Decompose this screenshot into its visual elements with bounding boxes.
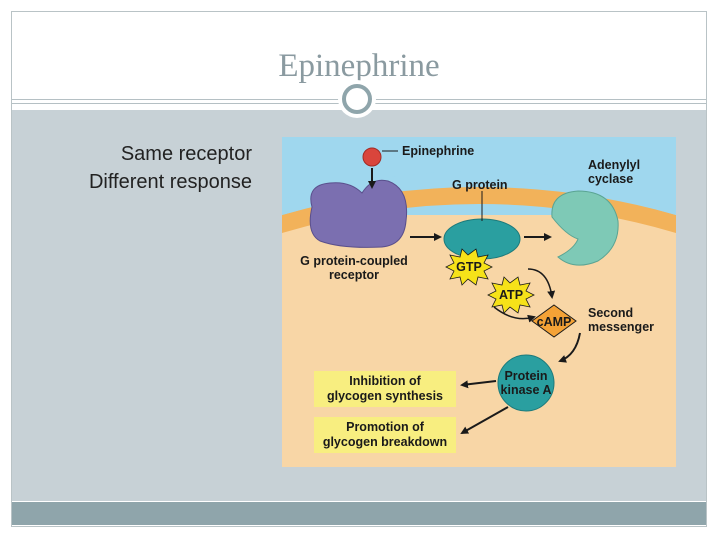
signaling-diagram-svg: Epinephrine G protein Adenylyl cyclase G… bbox=[282, 137, 676, 467]
ring-decoration bbox=[342, 84, 372, 114]
arrow-pka-to-promotion bbox=[460, 406, 509, 434]
label-atp: ATP bbox=[499, 288, 523, 302]
arrow-atp-to-camp bbox=[493, 306, 536, 323]
signaling-diagram: Epinephrine G protein Adenylyl cyclase G… bbox=[282, 137, 676, 467]
epinephrine-molecule bbox=[362, 147, 382, 167]
label-receptor-line1: G protein-coupled bbox=[300, 254, 408, 268]
label-second-line2: messenger bbox=[588, 320, 654, 334]
gtp-starburst bbox=[445, 248, 493, 286]
protein-kinase-a-shape bbox=[497, 354, 555, 412]
bullet-item: Different response bbox=[88, 171, 252, 193]
camp-diamond bbox=[531, 304, 577, 338]
bullet-list: Same receptor Different response bbox=[30, 140, 252, 196]
g-protein-shape bbox=[443, 218, 521, 260]
slide-frame bbox=[11, 11, 707, 527]
slide-title: Epinephrine bbox=[278, 48, 440, 84]
label-pka-line2: kinase A bbox=[501, 383, 552, 397]
promotion-box bbox=[314, 417, 456, 453]
label-receptor-line2: receptor bbox=[329, 268, 379, 282]
label-pka-line1: Protein bbox=[504, 369, 547, 383]
inhibition-box bbox=[314, 371, 456, 407]
label-inhibition-line2: glycogen synthesis bbox=[327, 389, 443, 403]
label-promotion-line2: glycogen breakdown bbox=[323, 435, 447, 449]
bullet-item: Same receptor bbox=[120, 143, 252, 165]
label-adenylyl-line1: Adenylyl bbox=[588, 158, 640, 172]
adenylyl-cyclase-shape bbox=[551, 190, 619, 266]
label-gtp: GTP bbox=[456, 260, 482, 274]
label-epinephrine: Epinephrine bbox=[402, 144, 474, 158]
arrow-pka-to-inhibition bbox=[460, 380, 497, 389]
label-camp: cAMP bbox=[537, 315, 572, 329]
label-inhibition-line1: Inhibition of bbox=[349, 374, 421, 388]
label-second-line1: Second bbox=[588, 306, 633, 320]
footer-band bbox=[12, 502, 706, 525]
receptor-shape bbox=[309, 179, 408, 248]
arrow-cyclase-to-atp bbox=[527, 268, 556, 299]
label-adenylyl-line2: cyclase bbox=[588, 172, 633, 186]
label-promotion-line1: Promotion of bbox=[346, 420, 425, 434]
atp-starburst bbox=[487, 276, 535, 314]
label-g-protein: G protein bbox=[452, 178, 508, 192]
arrow-camp-to-pka bbox=[558, 332, 581, 363]
